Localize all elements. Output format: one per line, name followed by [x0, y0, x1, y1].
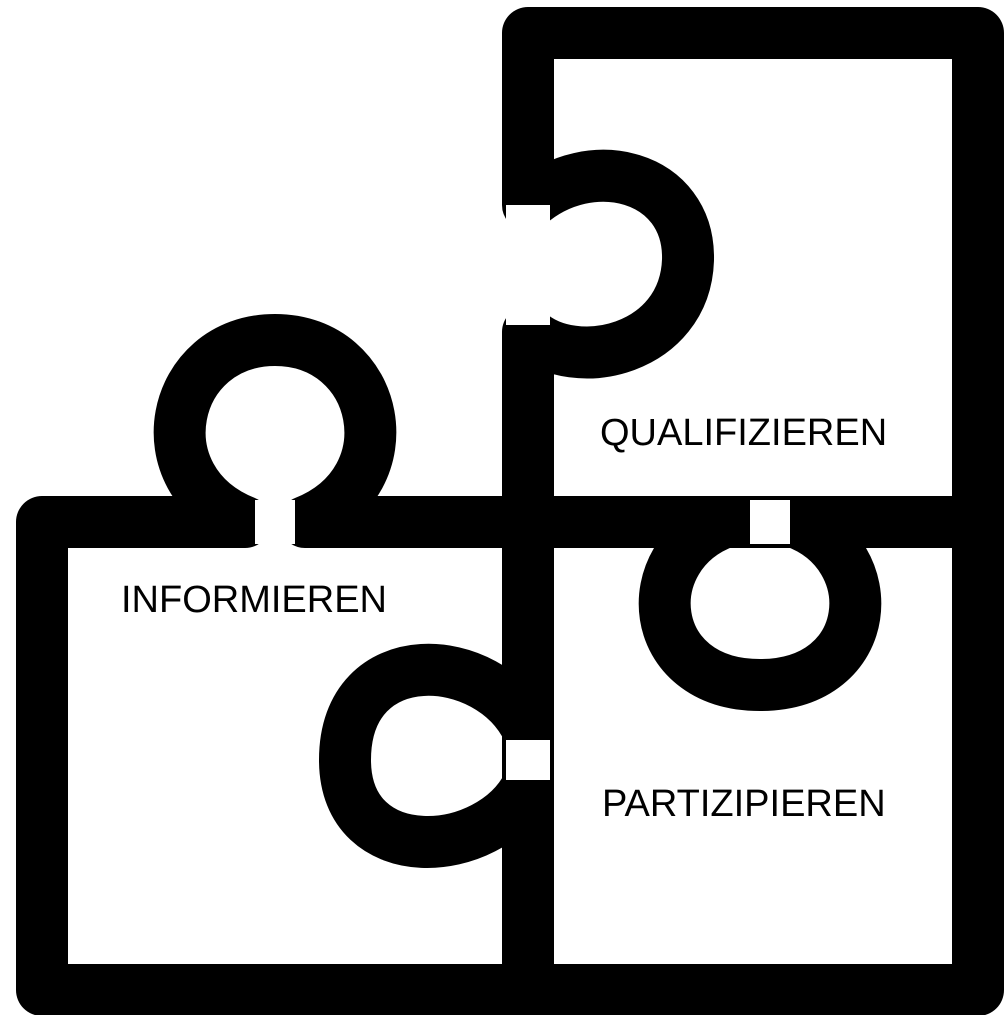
gap-connector-top — [255, 500, 295, 544]
gap-connector-middle — [506, 740, 550, 780]
puzzle-piece-informieren — [16, 314, 554, 1015]
label-partizipieren: PARTIZIPIEREN — [602, 783, 886, 825]
puzzle-piece-qualifizieren — [502, 7, 1004, 548]
label-informieren: INFORMIEREN — [121, 579, 387, 621]
gap-connector-right — [750, 500, 790, 544]
label-qualifizieren: QUALIFIZIEREN — [600, 412, 888, 454]
puzzle-piece-partizipieren — [502, 496, 1004, 1015]
gap-connector-upper — [506, 205, 550, 325]
